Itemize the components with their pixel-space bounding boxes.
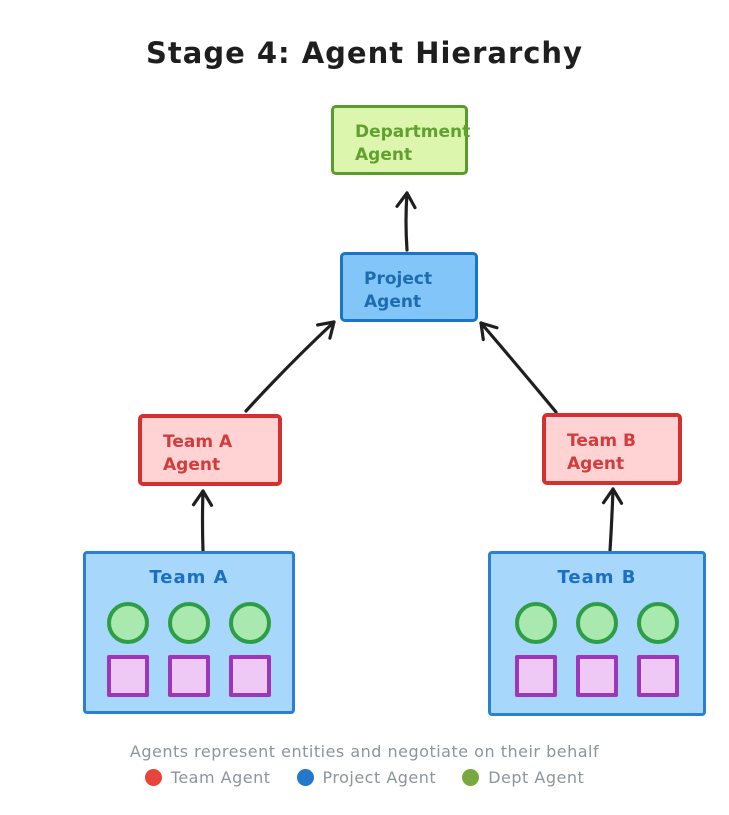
team-a-container: Team A xyxy=(83,551,295,714)
team-b-circle-members xyxy=(491,602,703,644)
member-circle-icon xyxy=(168,602,210,644)
member-circle-icon xyxy=(637,602,679,644)
legend-item-label: Project Agent xyxy=(322,768,437,787)
team-a-agent-node: Team A Agent xyxy=(138,414,282,486)
member-square-icon xyxy=(229,655,271,697)
legend-item-dept-agent: Dept Agent xyxy=(462,768,584,787)
arrow-team-b-to-team-b-agent xyxy=(601,487,624,553)
member-square-icon xyxy=(515,655,557,697)
team-a-circle-members xyxy=(86,602,292,644)
project-agent-label-line1: Project xyxy=(364,269,433,289)
legend: Team Agent Project Agent Dept Agent xyxy=(0,768,729,787)
team-b-square-members xyxy=(491,655,703,697)
member-square-icon xyxy=(168,655,210,697)
member-square-icon xyxy=(107,655,149,697)
arrow-project-to-department xyxy=(395,191,417,252)
legend-item-project-agent: Project Agent xyxy=(296,768,437,787)
team-agent-legend-dot-icon xyxy=(144,769,162,786)
legend-item-label: Dept Agent xyxy=(488,768,585,787)
team-b-agent-label-line1: Team B xyxy=(567,431,636,451)
team-b-agent-node: Team B Agent xyxy=(542,413,682,485)
member-square-icon xyxy=(576,655,618,697)
team-a-agent-label-line1: Team A xyxy=(163,432,233,452)
team-a-agent-label-line2: Agent xyxy=(163,455,221,476)
arrow-team-a-agent-to-project xyxy=(244,320,336,413)
member-circle-icon xyxy=(515,602,557,644)
department-agent-node: Department Agent xyxy=(331,105,471,175)
project-agent-node: Project Agent xyxy=(340,252,478,322)
team-a-square-members xyxy=(86,655,292,697)
department-agent-label-line1: Department xyxy=(355,122,471,142)
department-agent-label-line2: Agent xyxy=(355,145,413,166)
page-title: Stage 4: Agent Hierarchy xyxy=(146,36,583,70)
arrow-team-a-to-team-a-agent xyxy=(191,489,214,553)
legend-item-label: Team Agent xyxy=(170,768,271,787)
legend-item-team-agent: Team Agent xyxy=(144,768,271,787)
team-b-container: Team B xyxy=(488,551,706,716)
project-agent-label-line2: Agent xyxy=(364,292,422,313)
dept-agent-legend-dot-icon xyxy=(462,769,480,786)
member-square-icon xyxy=(637,655,679,697)
member-circle-icon xyxy=(107,602,149,644)
member-circle-icon xyxy=(576,602,618,644)
arrow-team-b-agent-to-project xyxy=(479,321,558,414)
team-a-title: Team A xyxy=(149,567,229,588)
team-b-title: Team B xyxy=(557,567,637,588)
team-b-agent-label-line2: Agent xyxy=(567,454,625,475)
diagram-caption: Agents represent entities and negotiate … xyxy=(129,742,600,761)
project-agent-legend-dot-icon xyxy=(296,769,314,786)
member-circle-icon xyxy=(229,602,271,644)
